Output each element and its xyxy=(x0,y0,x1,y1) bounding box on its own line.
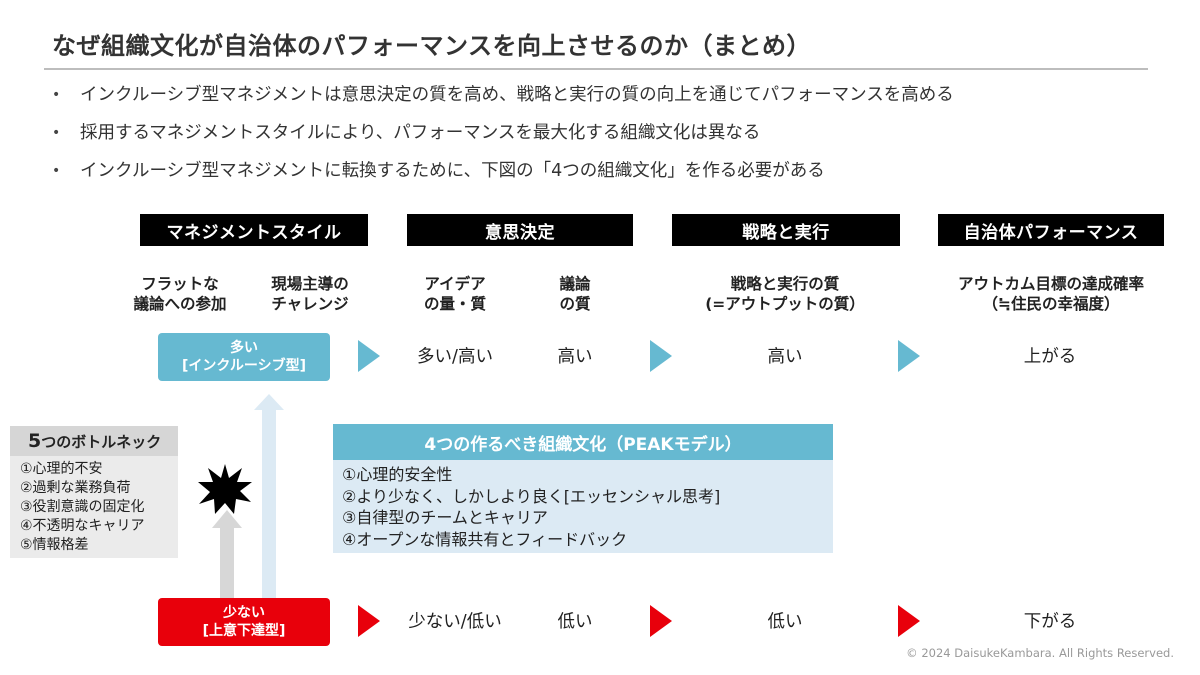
high-outcome-value: 上がる xyxy=(1023,347,1077,367)
blue-up-arrow-icon xyxy=(254,394,284,600)
header-management-style: マネジメントスタイル xyxy=(140,214,368,246)
bullet-marker: • xyxy=(52,163,61,179)
title-divider xyxy=(44,68,1148,70)
arrow-right-icon xyxy=(898,605,920,637)
peak-box xyxy=(333,460,833,553)
bullet-marker: • xyxy=(52,125,61,141)
top-down-box: 少ない [上意下達型] xyxy=(158,598,330,646)
low-discussion-value: 低い xyxy=(557,612,593,632)
list-item: ④不透明なキャリア xyxy=(20,518,145,534)
header-decision: 意思決定 xyxy=(407,214,633,246)
high-idea-value: 多い/高い xyxy=(417,347,493,367)
header-performance: 自治体パフォーマンス xyxy=(938,214,1164,246)
bullet-text: インクルーシブ型マネジメントに転換するために、下図の「4つの組織文化」を作る必要… xyxy=(80,161,825,181)
bullet-item: • 採用するマネジメントスタイルにより、パフォーマンスを最大化する組織文化は異なる xyxy=(52,120,954,158)
subheader-outcome: アウトカム目標の達成確率 （≒住民の幸福度） xyxy=(957,275,1144,313)
list-item: ②過剰な業務負荷 xyxy=(20,480,131,496)
bottleneck-list: ①心理的不安 ②過剰な業務負荷 ③役割意識の固定化 ④不透明なキャリア ⑤情報格… xyxy=(20,460,145,555)
arrow-right-icon xyxy=(898,340,920,372)
bullet-item: • インクルーシブ型マネジメントは意思決定の質を高め、戦略と実行の質の向上を通じて… xyxy=(52,82,954,120)
inclusive-label: 多い xyxy=(230,340,258,356)
inclusive-type: [インクルーシブ型] xyxy=(181,358,307,374)
page-title: なぜ組織文化が自治体のパフォーマンスを向上させるのか（まとめ） xyxy=(52,32,812,60)
list-item: ⑤情報格差 xyxy=(20,537,89,553)
high-strategy-value: 高い xyxy=(767,347,803,367)
subheader-strategy-quality: 戦略と実行の質 (=アウトプットの質） xyxy=(705,275,865,313)
peak-title: 4つの作るべき組織文化（PEAKモデル） xyxy=(333,424,833,460)
bullet-list: • インクルーシブ型マネジメントは意思決定の質を高め、戦略と実行の質の向上を通じて… xyxy=(52,82,954,196)
inclusive-box: 多い [インクルーシブ型] xyxy=(158,333,330,381)
subheader-idea: アイデア の量・質 xyxy=(423,275,486,313)
header-strategy: 戦略と実行 xyxy=(672,214,900,246)
low-outcome-value: 下がる xyxy=(1023,612,1077,632)
arrow-right-icon xyxy=(650,340,672,372)
subheader-field: 現場主導の チャレンジ xyxy=(271,275,349,313)
bottleneck-title-number: 5 xyxy=(28,430,42,452)
arrow-right-icon xyxy=(650,605,672,637)
subheader-flat: フラットな 議論への参加 xyxy=(133,275,227,313)
low-idea-value: 少ない/低い xyxy=(408,612,502,632)
low-strategy-value: 低い xyxy=(767,612,803,632)
bullet-text: インクルーシブ型マネジメントは意思決定の質を高め、戦略と実行の質の向上を通じてパ… xyxy=(80,85,954,105)
explosion-icon xyxy=(198,464,252,514)
arrow-right-icon xyxy=(358,340,380,372)
bullet-text: 採用するマネジメントスタイルにより、パフォーマンスを最大化する組織文化は異なる xyxy=(80,123,761,143)
top-down-type: [上意下達型] xyxy=(202,623,286,639)
list-item: ①心理的安全性 xyxy=(342,465,453,484)
subheader-discussion: 議論 の質 xyxy=(559,275,591,313)
bottleneck-title-text: つのボトルネック xyxy=(41,432,162,451)
arrow-right-icon xyxy=(358,605,380,637)
gray-up-arrow-icon xyxy=(212,510,242,600)
copyright-text: © 2024 DaisukeKambara. All Rights Reserv… xyxy=(906,646,1174,660)
list-item: ④オープンな情報共有とフィードバック xyxy=(342,529,628,549)
bullet-item: • インクルーシブ型マネジメントに転換するために、下図の「4つの組織文化」を作る必… xyxy=(52,158,954,196)
peak-list: ①心理的安全性 ②より少なく、しかしより良く[エッセンシャル思考] ③自律型のチ… xyxy=(342,464,720,550)
top-down-label: 少ない xyxy=(223,605,265,621)
list-item: ③自律型のチームとキャリア xyxy=(342,508,548,527)
bullet-marker: • xyxy=(52,87,61,103)
list-item: ①心理的不安 xyxy=(20,461,103,477)
list-item: ③役割意識の固定化 xyxy=(20,499,145,515)
high-discussion-value: 高い xyxy=(557,347,593,367)
list-item: ②より少なく、しかしより良く[エッセンシャル思考] xyxy=(342,486,721,506)
